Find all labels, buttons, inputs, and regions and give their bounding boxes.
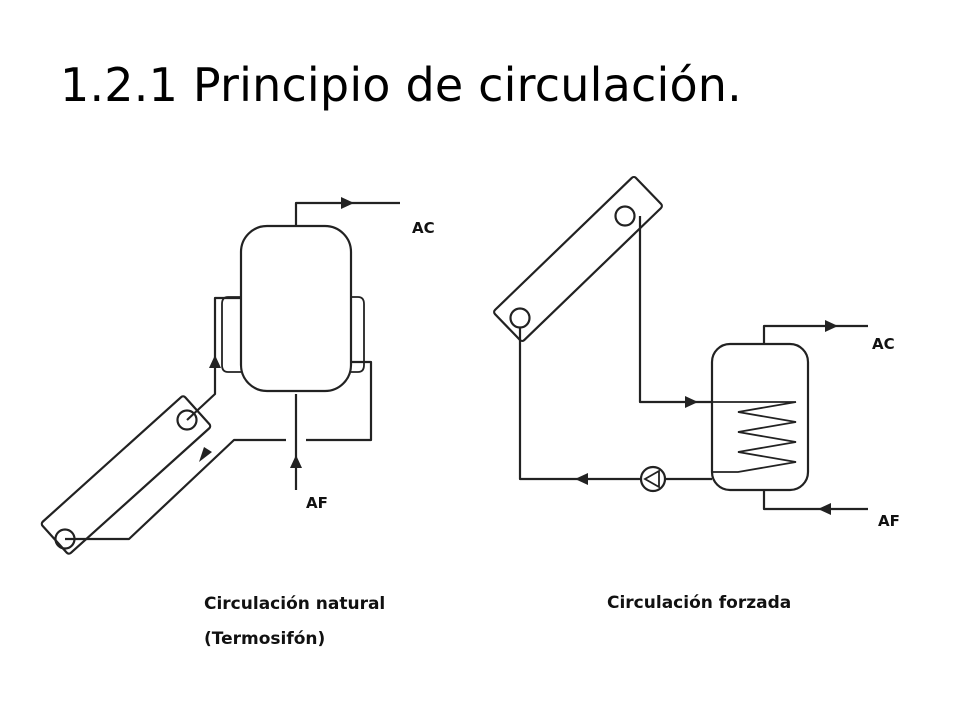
natural-hot-outlet-pipe — [294, 201, 400, 226]
forced-label-ac: AC — [872, 335, 895, 353]
forced-label-af: AF — [878, 512, 900, 530]
natural-solar-collector — [40, 395, 212, 555]
natural-cold-return-pipe — [306, 360, 373, 442]
natural-label-ac: AC — [412, 219, 435, 237]
flow-arrow-icon — [685, 396, 698, 408]
forced-cold-inlet-pipe — [762, 490, 868, 511]
heat-exchanger-coil-icon — [712, 401, 797, 473]
forced-return-pipe-lower — [518, 328, 640, 481]
forced-solar-collector — [493, 175, 663, 343]
slide-title: 1.2.1 Principio de circulación. — [60, 58, 742, 112]
natural-collector-port-top — [176, 409, 198, 431]
flow-arrow-icon — [575, 473, 588, 485]
natural-circulation-diagram: AC AF — [40, 197, 435, 555]
natural-tank-bracket-left — [221, 296, 241, 373]
flow-arrow-icon — [341, 197, 354, 209]
forced-collector-port-top — [614, 205, 636, 227]
forced-caption: Circulación forzada — [607, 593, 791, 613]
natural-caption-line1: Circulación natural — [204, 594, 385, 614]
flow-arrow-icon — [818, 503, 831, 515]
natural-label-af: AF — [306, 494, 328, 512]
flow-arrow-icon — [209, 355, 221, 368]
flow-arrow-icon — [290, 455, 302, 468]
forced-hot-outlet-pipe — [762, 324, 868, 344]
forced-circulation-diagram: AC AF — [493, 175, 900, 530]
pump-icon — [639, 465, 667, 493]
natural-tank — [239, 224, 353, 393]
natural-tank-bracket-right — [351, 296, 365, 373]
flow-arrow-icon — [199, 447, 212, 462]
forced-collector-port-bottom — [509, 307, 531, 329]
natural-cold-return-lower — [65, 438, 286, 541]
forced-hot-supply-pipe — [638, 216, 712, 404]
natural-caption-line2: (Termosifón) — [204, 629, 325, 649]
flow-arrow-icon — [825, 320, 838, 332]
natural-hot-riser-pipe — [186, 296, 241, 421]
forced-tank — [710, 342, 810, 492]
